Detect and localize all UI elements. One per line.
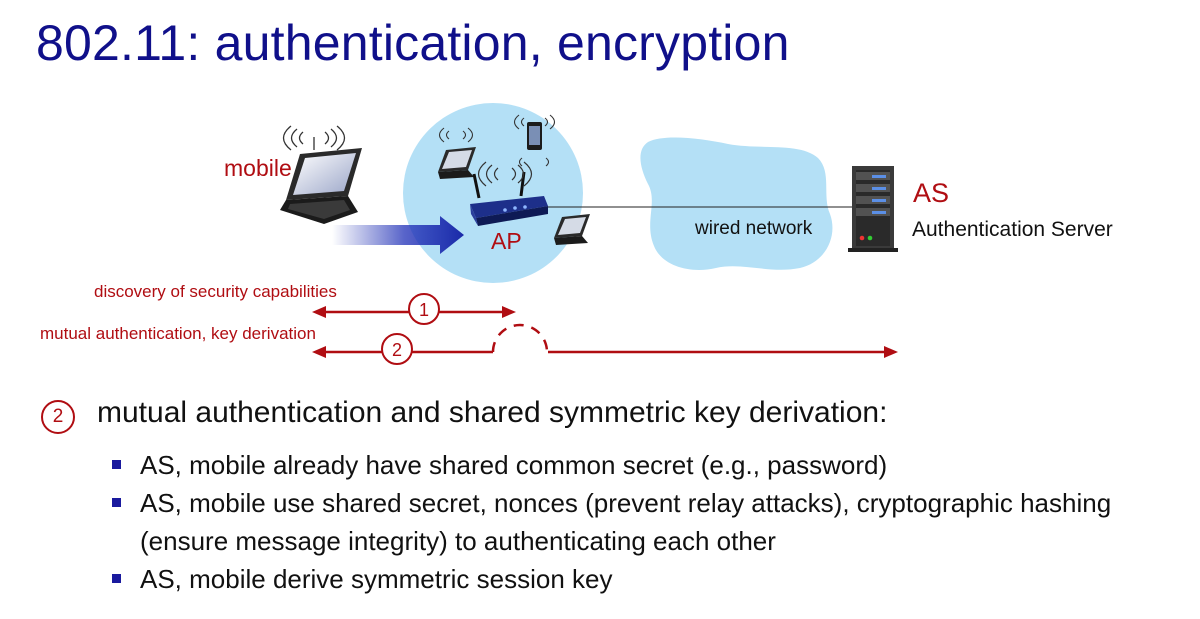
ap-label: AP <box>491 228 522 254</box>
access-point-router-icon <box>470 161 548 226</box>
bullet-text: AS, mobile derive symmetric session key <box>140 564 613 594</box>
wired-network-label: wired network <box>695 218 813 239</box>
step-2-number: 2 <box>392 340 402 360</box>
client-laptop-icon <box>554 214 590 245</box>
step-1-label: discovery of security capabilities <box>94 282 337 301</box>
mobile-label: mobile <box>224 155 292 181</box>
mobile-movement-arrow <box>332 216 464 254</box>
step-badge: 2 <box>41 400 75 434</box>
step-1-number: 1 <box>419 300 429 320</box>
bullet-square-icon <box>112 460 121 469</box>
mobile-laptop-icon <box>280 148 362 224</box>
mobile-wifi-waves-icon <box>282 125 346 151</box>
slide-title: 802.11: authentication, encryption <box>36 15 790 71</box>
authentication-server-icon <box>848 166 898 252</box>
network-diagram: 1 2 <box>280 103 898 365</box>
bullet-text: AS, mobile use shared secret, nonces (pr… <box>140 488 1112 556</box>
client-laptop-icon <box>438 127 476 179</box>
smartphone-icon <box>513 114 556 167</box>
wired-network-cloud <box>640 137 833 270</box>
step-1-circle <box>408 293 440 325</box>
bullet-text: AS, mobile already have shared common se… <box>140 450 888 480</box>
step-2-label: mutual authentication, key derivation <box>40 324 316 343</box>
bullet-item: AS, mobile derive symmetric session key <box>112 560 1172 598</box>
authentication-server-label: Authentication Server <box>912 218 1113 241</box>
as-label: AS <box>913 178 950 208</box>
bullet-list: AS, mobile already have shared common se… <box>112 446 1172 598</box>
bullet-item: AS, mobile use shared secret, nonces (pr… <box>112 484 1172 560</box>
bullet-square-icon <box>112 498 121 507</box>
bullet-item: AS, mobile already have shared common se… <box>112 446 1172 484</box>
ap-coverage-circle <box>403 103 583 283</box>
step-2-circle <box>381 333 413 365</box>
bullet-square-icon <box>112 574 121 583</box>
section-heading: mutual authentication and shared symmetr… <box>97 396 888 429</box>
